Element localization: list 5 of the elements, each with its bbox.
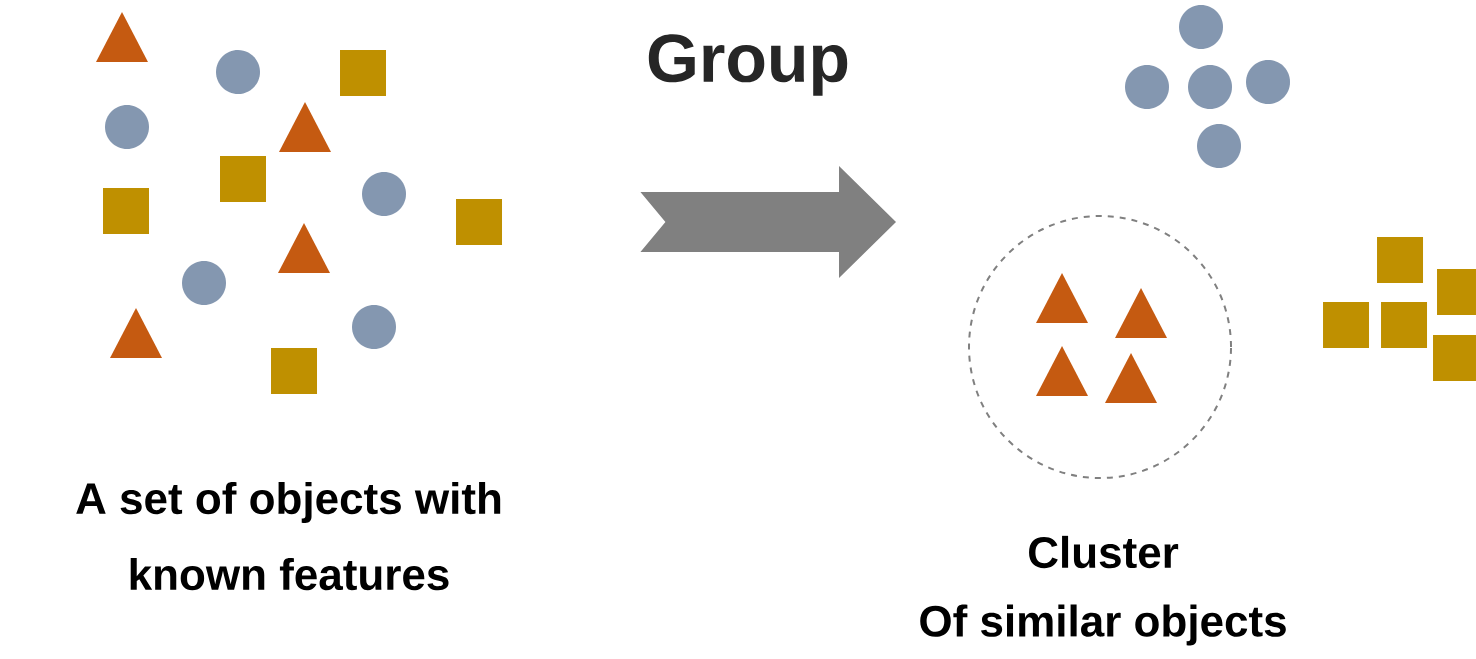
caption-text: A set of objects with known features — [76, 481, 501, 591]
cluster-heading: Cluster — [1029, 535, 1179, 569]
block-arrow — [640, 166, 896, 278]
cluster-caption: Of similar objects — [920, 604, 1286, 646]
edge-label: Group — [648, 34, 848, 96]
